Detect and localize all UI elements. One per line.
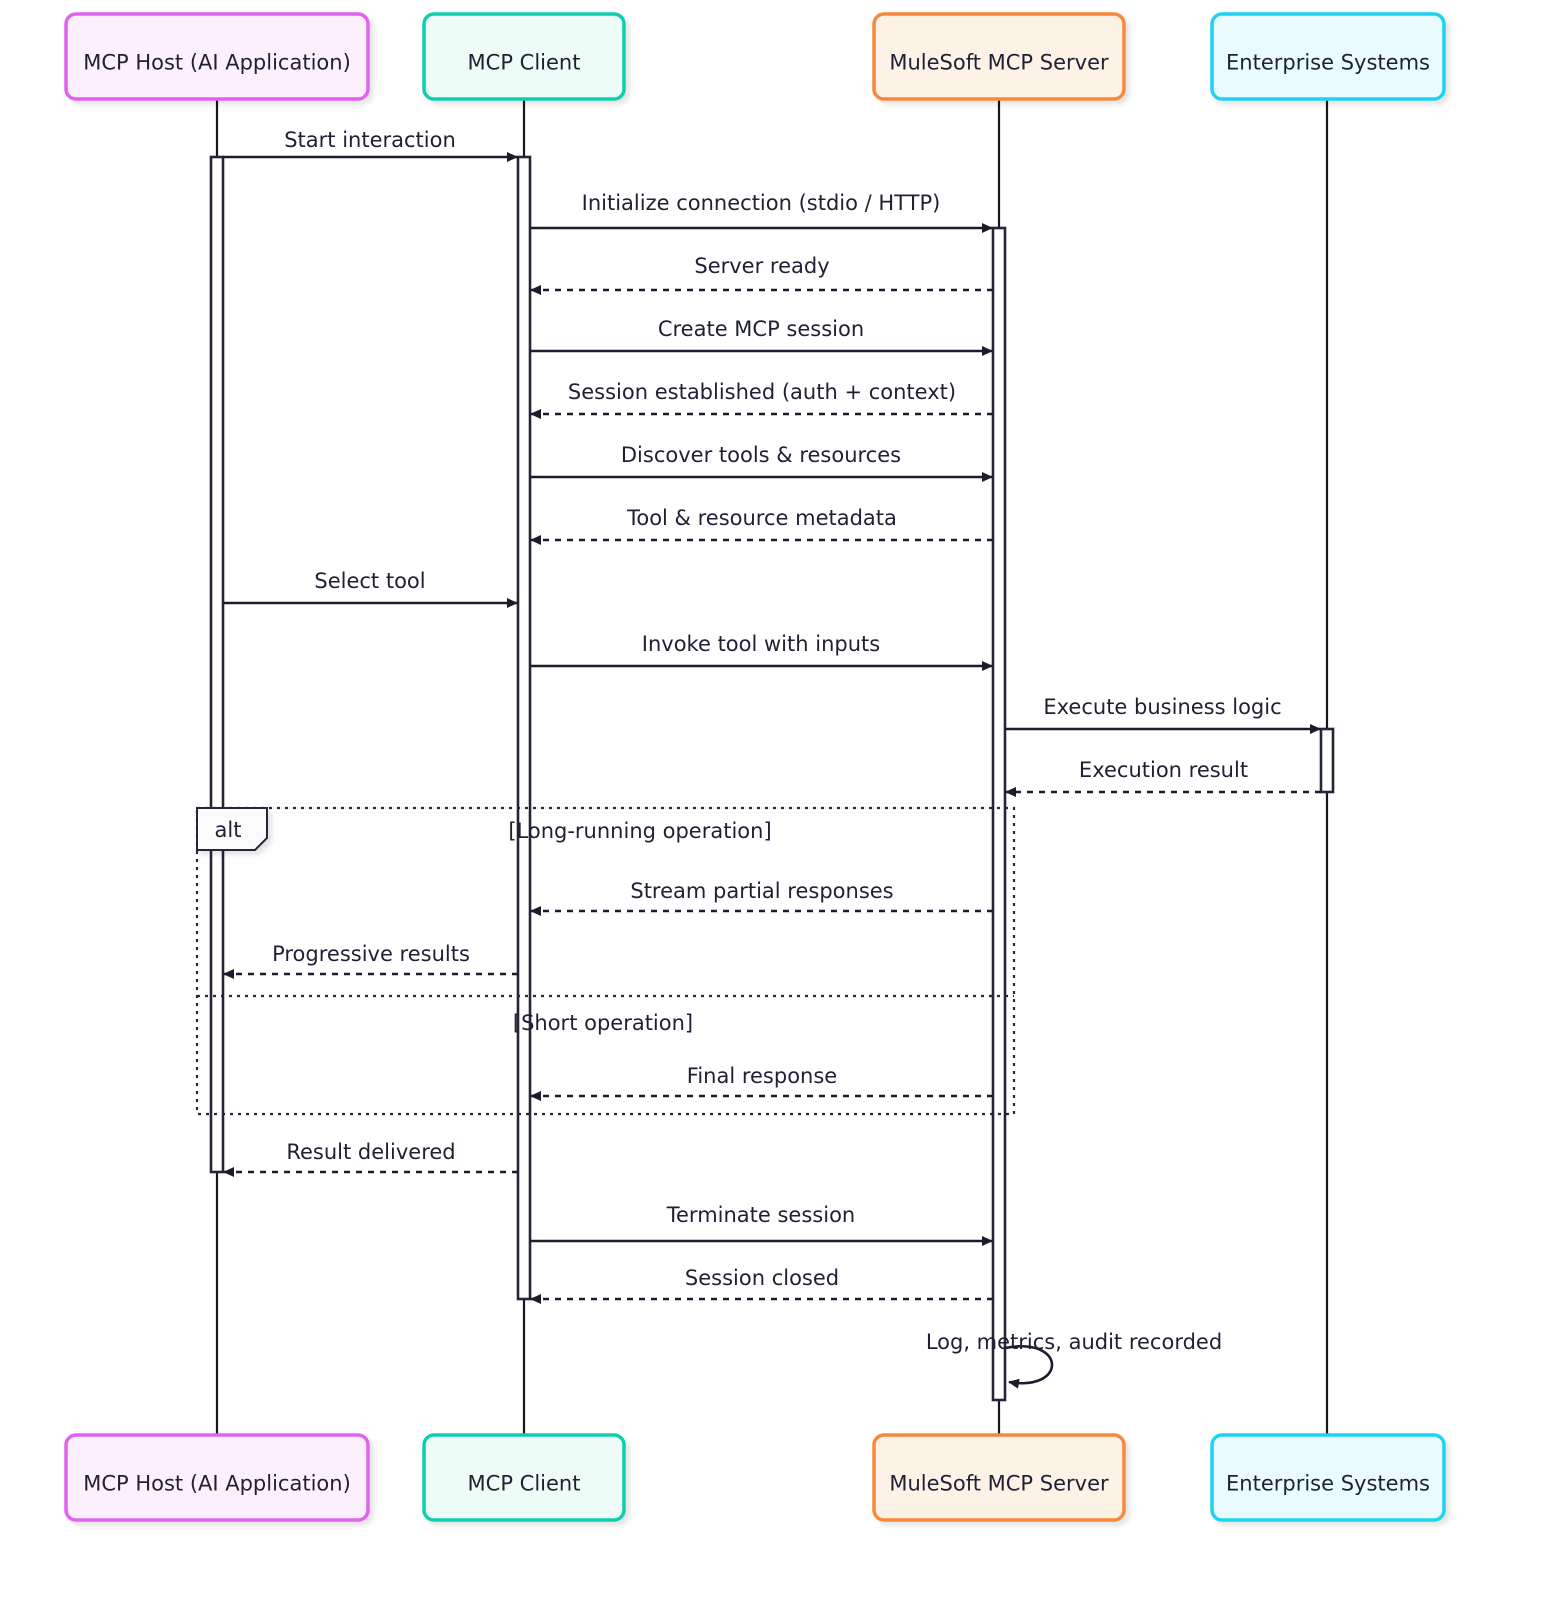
participant-top-host[interactable]: MCP Host (AI Application) (64, 12, 370, 101)
participant-box[interactable] (872, 12, 1126, 101)
participant-top-enterprise[interactable]: Enterprise Systems (1210, 12, 1446, 101)
message-label: Final response (687, 1064, 837, 1088)
message-label: Session established (auth + context) (568, 380, 956, 404)
alt-branch-condition-0: [Long-running operation] (508, 819, 771, 843)
message-m16: Terminate session (530, 1203, 993, 1246)
message-m1: Start interaction (223, 128, 518, 162)
participant-box[interactable] (872, 1433, 1126, 1522)
message-label: Tool & resource metadata (626, 506, 897, 530)
alt-fragment-tag-label: alt (215, 818, 242, 842)
message-m8: Select tool (223, 569, 518, 608)
message-label: Execute business logic (1043, 695, 1281, 719)
activations-layer (209, 155, 1335, 1402)
participant-top-server[interactable]: MuleSoft MCP Server (872, 12, 1126, 101)
message-label: Invoke tool with inputs (642, 632, 880, 656)
participant-label: Enterprise Systems (1226, 1472, 1430, 1496)
message-m2: Initialize connection (stdio / HTTP) (530, 191, 993, 233)
participant-bottom-client[interactable]: MCP Client (422, 1433, 626, 1522)
message-label: Execution result (1079, 758, 1248, 782)
participant-boxes-top: MCP Host (AI Application) MCP Client MuleS… (64, 12, 1446, 101)
message-m9: Invoke tool with inputs (530, 632, 993, 671)
message-m14: Final response (530, 1064, 993, 1101)
message-m5: Session established (auth + context) (530, 380, 993, 419)
message-m7: Tool & resource metadata (530, 506, 993, 545)
alt-branch-condition-1: [Short operation] (513, 1011, 693, 1035)
alt-fragment-frame (195, 806, 1016, 1116)
message-label: Create MCP session (658, 317, 864, 341)
participant-box[interactable] (1210, 1433, 1446, 1522)
message-label: Log, metrics, audit recorded (926, 1330, 1222, 1354)
message-m17: Session closed (530, 1266, 993, 1304)
message-label: Result delivered (286, 1140, 455, 1164)
message-label: Start interaction (284, 128, 456, 152)
message-m11: Execution result (1005, 758, 1321, 797)
activation-bar-server (991, 226, 1007, 1402)
message-m4: Create MCP session (530, 317, 993, 356)
message-label: Stream partial responses (630, 879, 893, 903)
activation-bar-host (209, 155, 225, 1174)
alt-fragment-layer: [Long-running operation] [Short operation… (195, 806, 1016, 1116)
participant-box[interactable] (422, 12, 626, 101)
message-label: Select tool (314, 569, 425, 593)
message-m3: Server ready (530, 254, 993, 295)
message-m18: Log, metrics, audit recorded (926, 1330, 1222, 1389)
participant-box[interactable] (64, 12, 370, 101)
participant-label: MuleSoft MCP Server (889, 1472, 1109, 1496)
participant-bottom-host[interactable]: MCP Host (AI Application) (64, 1433, 370, 1522)
message-m6: Discover tools & resources (530, 443, 993, 482)
message-label: Terminate session (666, 1203, 855, 1227)
participant-box[interactable] (1210, 12, 1446, 101)
participant-label: Enterprise Systems (1226, 51, 1430, 75)
participant-boxes-bottom: MCP Host (AI Application) MCP Client MuleS… (64, 1433, 1446, 1522)
participant-box[interactable] (422, 1433, 626, 1522)
participant-label: MCP Host (AI Application) (83, 51, 351, 75)
participant-label: MuleSoft MCP Server (889, 51, 1109, 75)
participant-box[interactable] (64, 1433, 370, 1522)
message-label: Initialize connection (stdio / HTTP) (582, 191, 941, 215)
participant-bottom-server[interactable]: MuleSoft MCP Server (872, 1433, 1126, 1522)
participant-label: MCP Client (468, 1472, 581, 1496)
participant-label: MCP Host (AI Application) (83, 1472, 351, 1496)
message-arrow-self (1004, 1345, 1054, 1389)
activation-bar-client (516, 155, 532, 1301)
message-m12: Stream partial responses (530, 879, 993, 916)
message-label: Discover tools & resources (621, 443, 901, 467)
message-label: Progressive results (272, 942, 470, 966)
message-m10: Execute business logic (1005, 695, 1321, 734)
alt-fragment-tag (196, 807, 268, 851)
activation-bar-enterprise (1319, 727, 1335, 794)
participant-top-client[interactable]: MCP Client (422, 12, 626, 101)
participant-label: MCP Client (468, 51, 581, 75)
message-label: Session closed (685, 1266, 839, 1290)
message-m13: Progressive results (223, 942, 518, 979)
message-label: Server ready (694, 254, 829, 278)
message-m15: Result delivered (223, 1140, 518, 1177)
participant-bottom-enterprise[interactable]: Enterprise Systems (1210, 1433, 1446, 1522)
